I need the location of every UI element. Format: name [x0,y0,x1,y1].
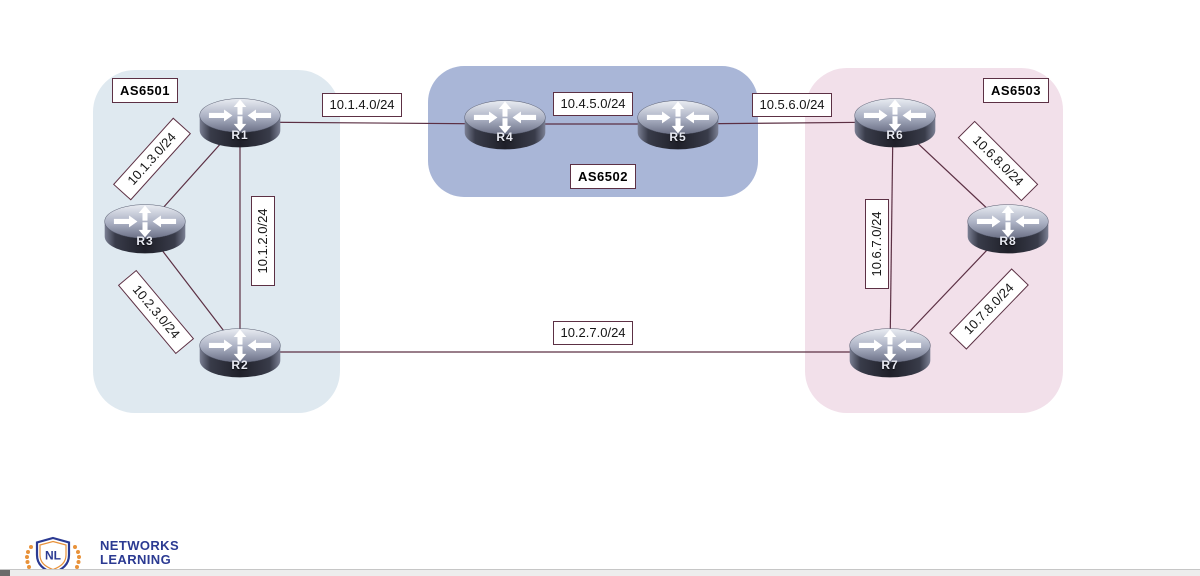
as6501-label: AS6501 [112,78,178,103]
router-icon [636,97,720,153]
router-r2: R2 [198,325,282,381]
router-r6: R6 [853,95,937,151]
router-icon [848,325,932,381]
bottom-bar-left-segment [0,570,10,576]
link-label-10-4-5: 10.4.5.0/24 [553,92,633,116]
router-icon [103,201,187,257]
link-r1-r4 [239,121,506,125]
router-label-r3: R3 [136,234,154,248]
bottom-edge-bar [0,569,1200,576]
logo-wordmark: NETWORKS LEARNING [100,539,179,567]
router-icon [463,97,547,153]
router-label-r1: R1 [231,128,249,142]
logo-line2: LEARNING [100,552,172,567]
router-label-r5: R5 [669,130,687,144]
router-label-r6: R6 [886,128,904,142]
link-label-10-1-2: 10.1.2.0/24 [251,196,275,286]
logo-line1: NETWORKS [100,538,180,553]
router-label-r8: R8 [999,234,1017,248]
router-r5: R5 [636,97,720,153]
link-label-10-5-6: 10.5.6.0/24 [752,93,832,117]
as6503-label: AS6503 [983,78,1049,103]
router-icon [198,325,282,381]
router-r7: R7 [848,325,932,381]
router-icon [198,95,282,151]
router-r3: R3 [103,201,187,257]
as6502-label: AS6502 [570,164,636,189]
router-r1: R1 [198,95,282,151]
router-label-r2: R2 [231,358,249,372]
router-r8: R8 [966,201,1050,257]
router-icon [966,201,1050,257]
link-label-10-6-7: 10.6.7.0/24 [865,199,889,289]
router-label-r7: R7 [881,358,899,372]
router-label-r4: R4 [496,130,514,144]
link-label-10-1-4: 10.1.4.0/24 [322,93,402,117]
router-r4: R4 [463,97,547,153]
router-icon [853,95,937,151]
logo-monogram: NL [45,549,61,563]
link-r6-r7 [889,121,894,353]
link-label-10-2-7: 10.2.7.0/24 [553,321,633,345]
